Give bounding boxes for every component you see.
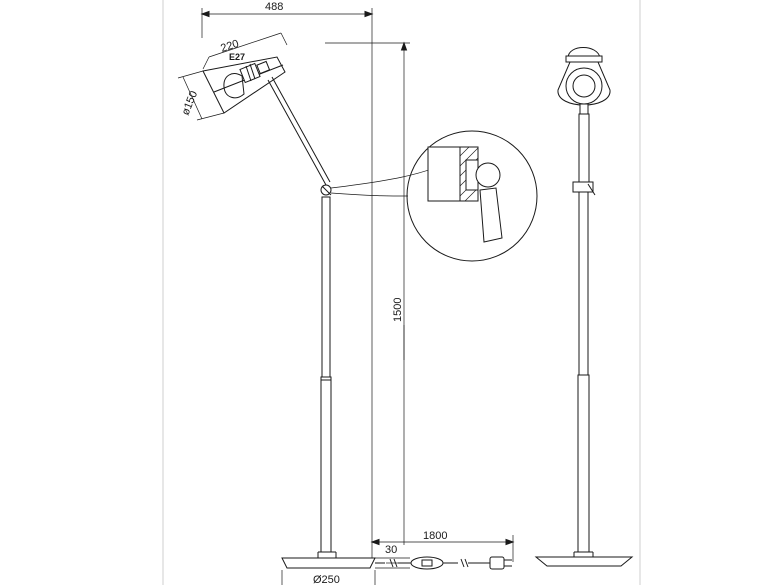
dim-1500-arrow-top — [400, 41, 408, 51]
cable-break-mark-4 — [464, 558, 469, 568]
front-upper-pole — [578, 191, 589, 376]
front-base — [534, 556, 634, 567]
detail-arm — [479, 187, 503, 243]
dim-488-arrow-right — [364, 10, 374, 18]
shade-joint — [256, 60, 271, 75]
upper-arm-edge-a — [267, 79, 327, 186]
elbow-lever — [321, 185, 332, 196]
cable-break-mark-3 — [460, 558, 465, 568]
dim-1800-arrow-left — [370, 538, 380, 546]
label-socket: E27 — [229, 52, 245, 62]
cable-break-mark-1 — [389, 558, 394, 568]
front-neck — [579, 103, 589, 115]
dim-150-line — [182, 76, 203, 120]
dim-488-arrow-left — [200, 10, 210, 18]
hatch-2 — [459, 147, 479, 167]
front-upper-arm — [578, 113, 590, 183]
hatch-1 — [459, 146, 470, 157]
front-lower-pole — [577, 374, 590, 553]
hinge-detail — [406, 130, 538, 262]
dim-220-line — [208, 32, 282, 58]
side-view: 488 1500 220 E27 ø150 — [177, 1, 515, 585]
dim-220-ext-right — [280, 32, 288, 46]
socket-ring-2 — [249, 63, 256, 80]
upper-pole — [321, 196, 331, 378]
lamp-shade — [202, 56, 286, 114]
dim-cable-length: 1800 — [423, 530, 447, 542]
lamp-base — [281, 557, 376, 569]
front-joint-knob — [587, 183, 596, 196]
socket-ring-1 — [245, 65, 252, 82]
dim-height: 1500 — [392, 298, 404, 322]
dim-1800-arrow-right — [505, 538, 515, 546]
front-bulb — [572, 74, 596, 98]
cable-break-mark-2 — [393, 558, 398, 568]
bulb-icon — [223, 73, 245, 99]
dim-150-ext-bottom — [196, 112, 225, 121]
dim-overall-width: 488 — [265, 1, 283, 13]
detail-ball — [475, 162, 501, 188]
dim-shade-diameter: ø150 — [180, 89, 201, 117]
dim-shade-length: 220 — [219, 38, 240, 55]
detail-leader-bottom — [330, 192, 409, 197]
dim-base-diameter: Ø250 — [313, 574, 340, 585]
front-view — [534, 47, 634, 567]
detail-circle — [406, 130, 538, 262]
foot-switch-button — [421, 559, 433, 567]
plug-icon — [489, 556, 505, 570]
dim-150-ext-top — [177, 70, 204, 79]
dim-base-thickness: 30 — [385, 544, 397, 556]
lower-pole — [320, 376, 332, 553]
front-shade-ring — [565, 55, 603, 63]
dim-220-ext-left — [202, 56, 210, 70]
upper-arm-edge-b — [271, 76, 331, 183]
